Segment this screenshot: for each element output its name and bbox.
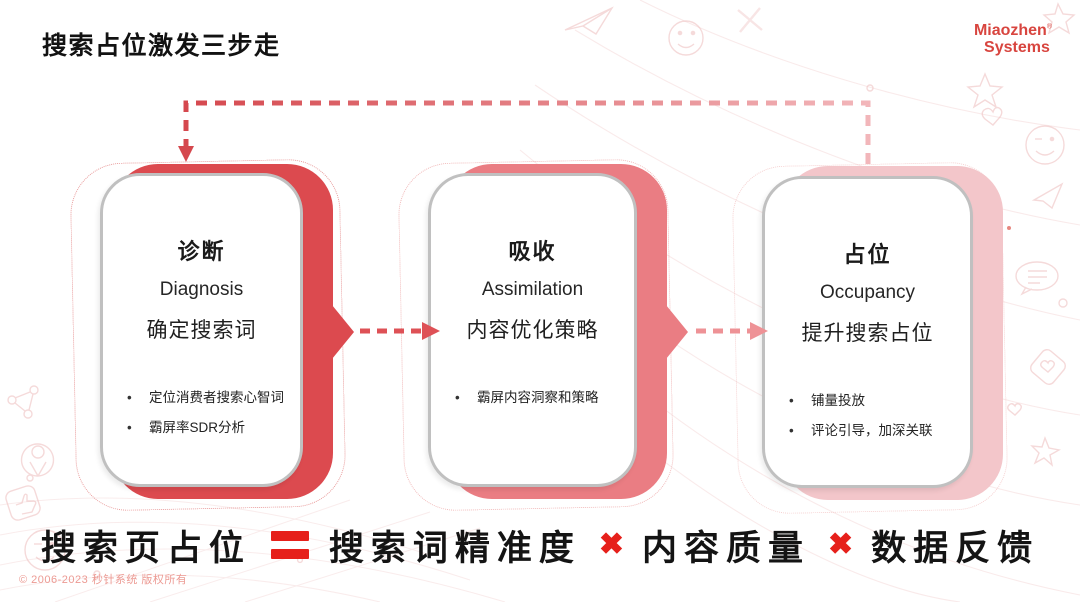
step-card-diagnosis: 诊断 Diagnosis 确定搜索词 定位消费者搜索心智词 霸屏率SDR分析: [100, 173, 303, 487]
step-subtitle: 确定搜索词: [146, 319, 257, 342]
wink-smiley-icon: [24, 529, 66, 571]
corner-star-icon: [1042, 2, 1076, 35]
step-card-occupancy: 占位 Occupancy 提升搜索占位 铺量投放 评论引导，加深关联: [762, 176, 973, 488]
step-bullets: 定位消费者搜索心智词 霸屏率SDR分析: [103, 388, 294, 448]
step-group-occupancy: 占位 Occupancy 提升搜索占位 铺量投放 评论引导，加深关联: [731, 161, 1009, 515]
step-title-en: Occupancy: [819, 282, 916, 303]
diamond-heart-icon: [1030, 349, 1066, 385]
logo-text-miaozhen: Miaozhen: [973, 22, 1047, 39]
star-icon: [966, 72, 1004, 109]
bullet-item: 评论引导，加深关联: [785, 421, 933, 442]
dot: [26, 474, 34, 482]
miaozhen-logo: Miaozhen® Systems: [974, 22, 1052, 57]
step-title-zh: 占位: [843, 242, 892, 267]
share-nodes-icon: [7, 385, 39, 419]
dot: [93, 570, 101, 578]
sparkle-icon: [1030, 435, 1062, 467]
heart-icon: [981, 106, 1003, 126]
step-bullets: 霸屏内容洞察和策略: [431, 388, 609, 418]
step-bullets: 铺量投放 评论引导，加深关联: [765, 391, 943, 451]
paper-plane-icon: [564, 6, 614, 35]
speech-lines-icon: [1015, 261, 1059, 296]
step-group-assimilation: 吸收 Assimilation 内容优化策略 霸屏内容洞察和策略: [397, 158, 675, 512]
registered-mark: ®: [1046, 23, 1052, 31]
multiply-icon: ✖: [828, 528, 854, 561]
step-subtitle: 提升搜索占位: [801, 322, 934, 345]
step-subtitle: 内容优化策略: [466, 319, 599, 342]
step-title-zh: 吸收: [508, 239, 557, 264]
paper-plane-icon: [1031, 182, 1064, 210]
logo-line1: Miaozhen®: [974, 22, 1052, 39]
step-title-en: Diagnosis: [159, 279, 244, 300]
step-title-en: Assimilation: [481, 279, 584, 300]
equals-sign: [270, 531, 309, 559]
bullet-item: 霸屏率SDR分析: [123, 418, 284, 439]
heart-icon: [1007, 403, 1022, 416]
smiley-icon: [668, 20, 704, 56]
formula-term-1: 搜索词精准度: [328, 528, 581, 568]
step-card-assimilation: 吸收 Assimilation 内容优化策略 霸屏内容洞察和策略: [428, 173, 637, 487]
thumbs-up-icon: [5, 485, 41, 521]
location-pin-icon: [20, 443, 55, 477]
bullet-item: 定位消费者搜索心智词: [123, 388, 284, 409]
bullet-item: 铺量投放: [785, 391, 933, 412]
formula-lhs: 搜索页占位: [40, 528, 251, 568]
dot: [1058, 298, 1068, 308]
cross-sketch-icon: [737, 7, 763, 33]
formula-term-3: 数据反馈: [871, 528, 1040, 568]
red-dot: [1007, 226, 1011, 230]
dot: [866, 84, 874, 92]
bullet-item: 霸屏内容洞察和策略: [451, 388, 599, 409]
step-title-zh: 诊断: [177, 239, 226, 264]
page-title: 搜索占位激发三步走: [42, 32, 281, 60]
formula-term-2: 内容质量: [642, 528, 811, 568]
copyright-notice: © 2006-2023 秒针系统 版权所有: [19, 574, 188, 586]
wink-smiley-icon: [1025, 125, 1065, 165]
multiply-icon: ✖: [598, 528, 624, 561]
formula-bar: 搜索页占位 搜索词精准度 ✖ 内容质量 ✖ 数据反馈: [0, 518, 1080, 572]
step-group-diagnosis: 诊断 Diagnosis 确定搜索词 定位消费者搜索心智词 霸屏率SDR分析: [69, 158, 347, 512]
logo-line2: Systems: [984, 39, 1050, 57]
